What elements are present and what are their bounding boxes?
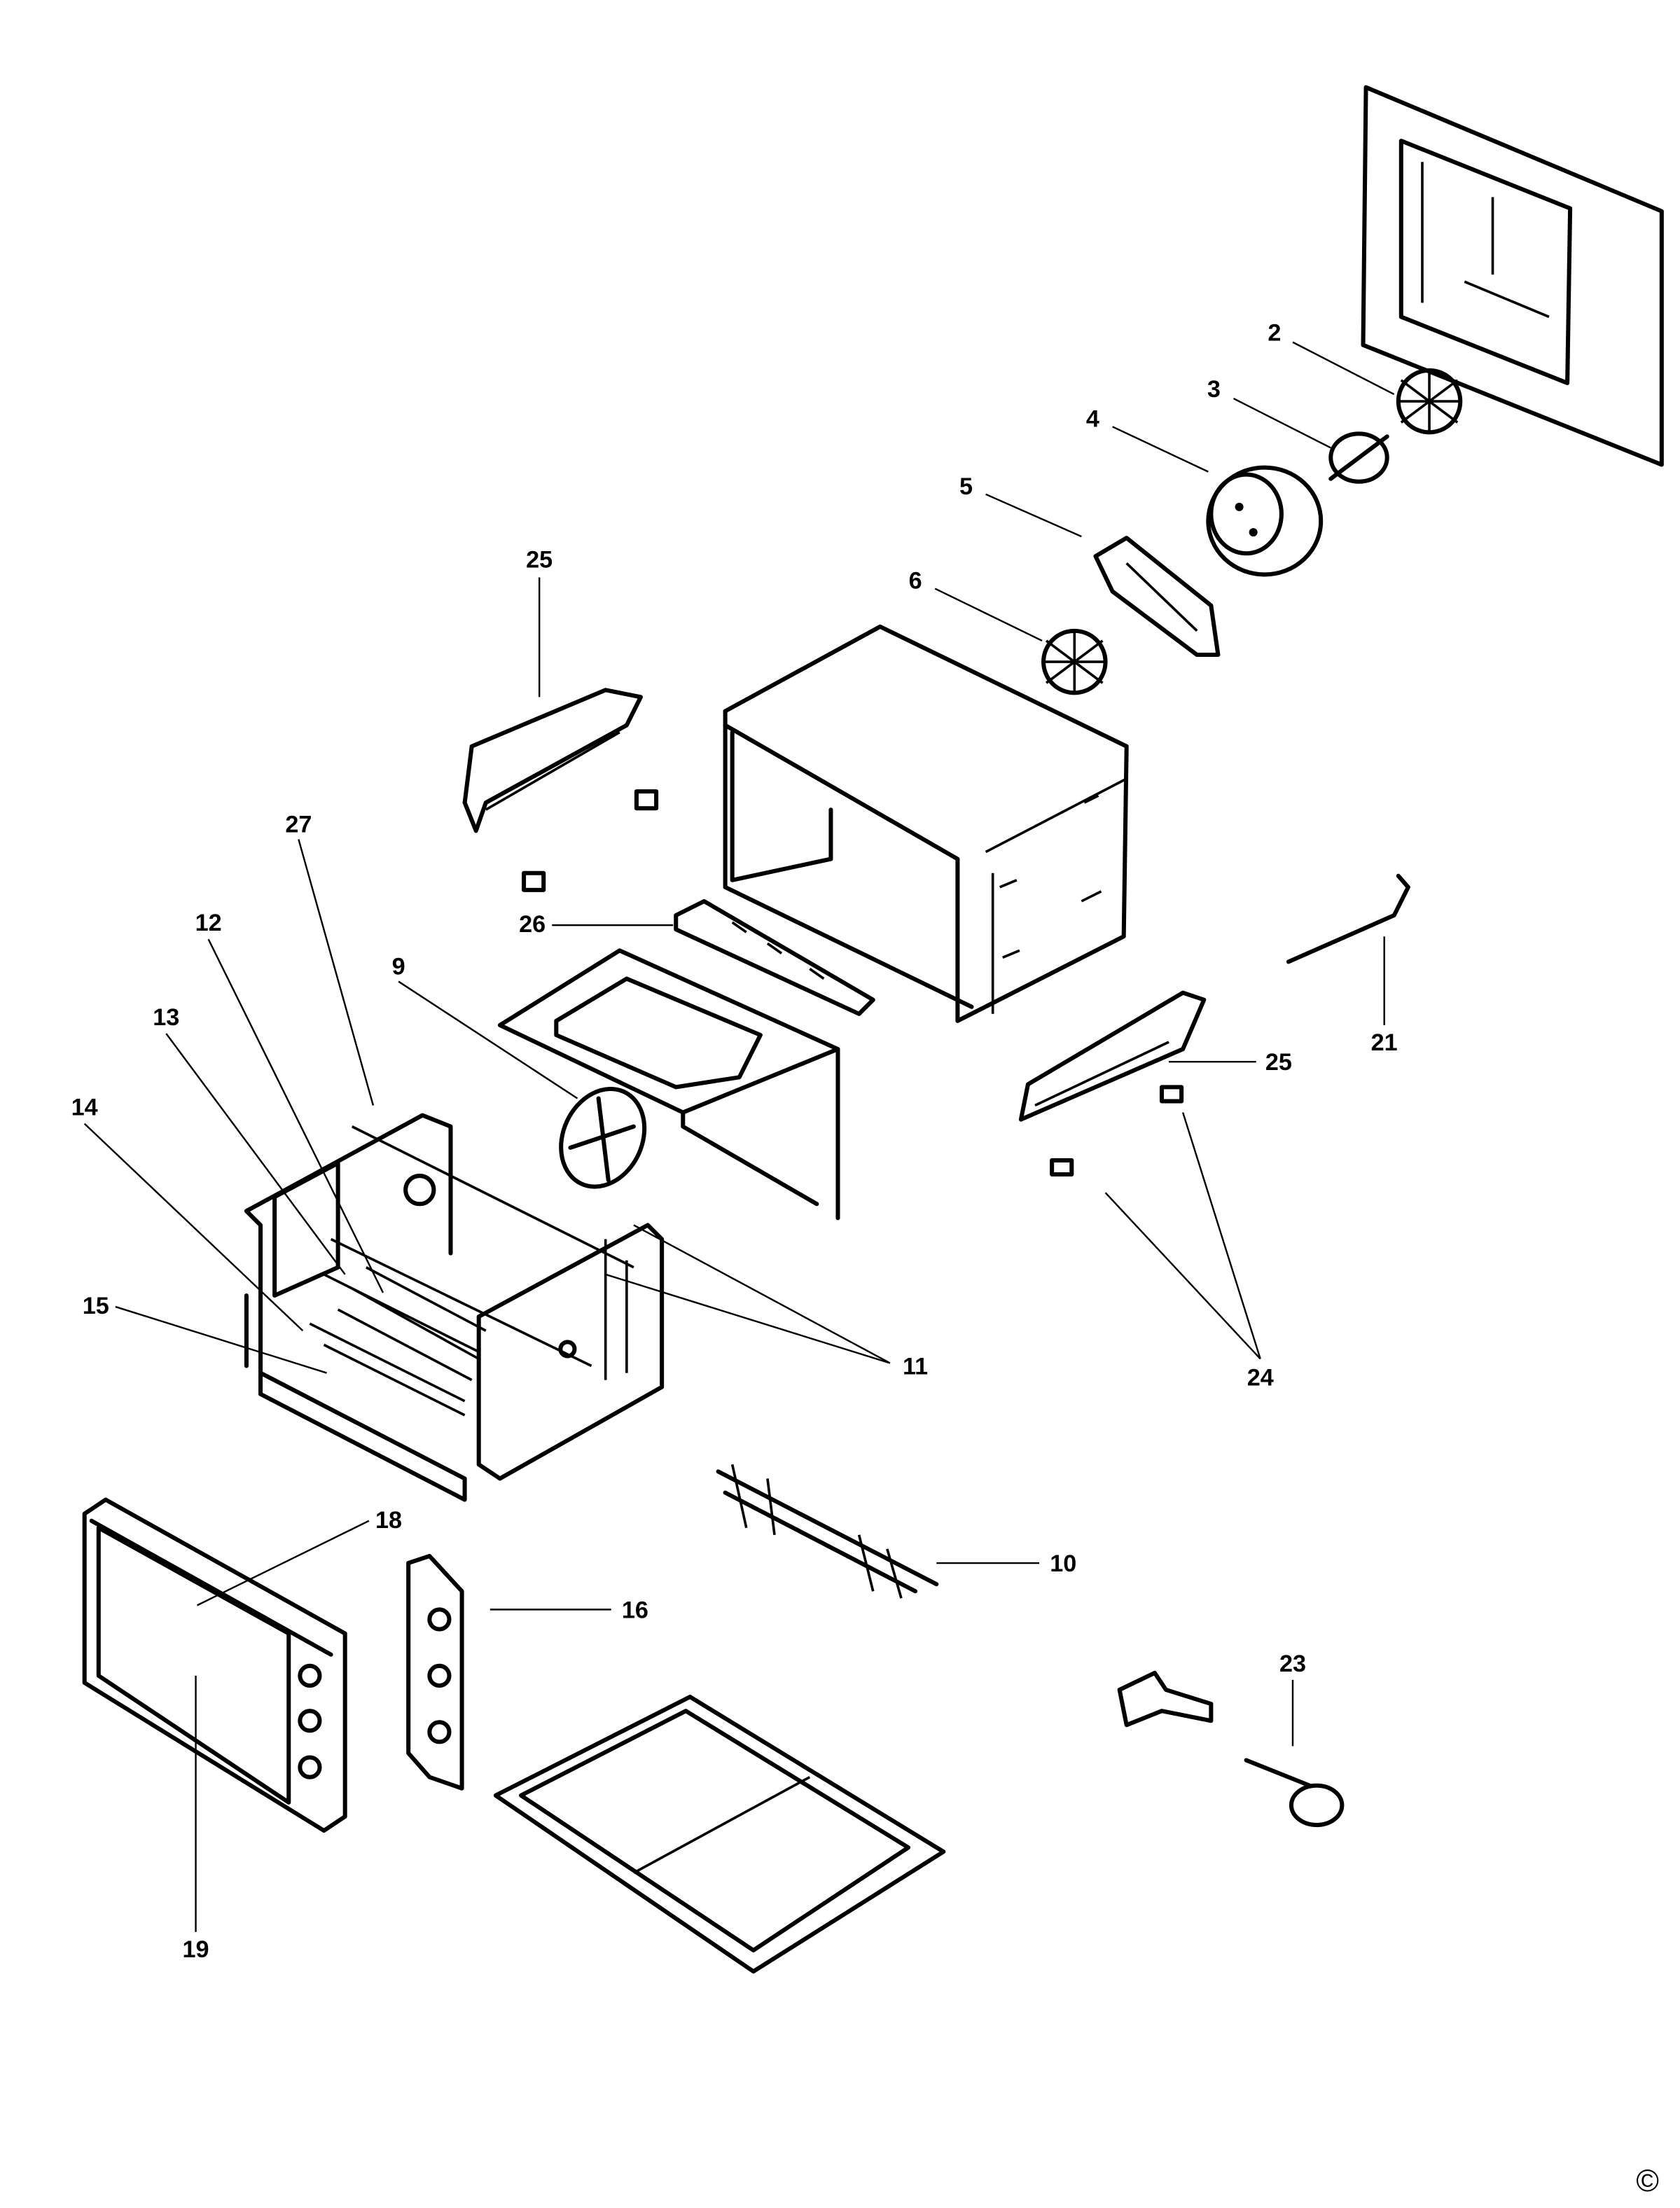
bracket <box>1117 1670 1214 1728</box>
oven-chassis <box>244 1113 665 1502</box>
callout-25-right: 25 <box>1265 1049 1292 1076</box>
callout-18: 18 <box>375 1507 402 1534</box>
knob-23 <box>1244 1758 1345 1828</box>
callout-9: 9 <box>392 954 405 980</box>
callout-19: 19 <box>183 1936 209 1963</box>
callout-11: 11 <box>903 1354 928 1380</box>
callout-5: 5 <box>959 473 973 500</box>
callout-13: 13 <box>153 1004 179 1031</box>
callout-6: 6 <box>909 568 922 595</box>
callout-2: 2 <box>1268 320 1281 347</box>
copyright-mark: © <box>1636 2164 1659 2198</box>
callout-23: 23 <box>1279 1651 1306 1677</box>
control-panel-16 <box>406 1553 464 1791</box>
callout-10: 10 <box>1050 1550 1076 1577</box>
rail-25-right <box>1018 990 1207 1122</box>
leader-lines <box>83 341 1395 1932</box>
handle-25-top <box>462 688 659 892</box>
callout-25-top: 25 <box>526 546 553 573</box>
crumb-tray <box>493 1695 946 1974</box>
callout-3: 3 <box>1207 376 1221 403</box>
callout-27: 27 <box>285 811 312 838</box>
callout-14: 14 <box>71 1095 98 1121</box>
callout-24: 24 <box>1247 1365 1274 1391</box>
fan-blade-6 <box>1041 628 1108 695</box>
callout-21: 21 <box>1371 1029 1398 1056</box>
outer-cover <box>723 624 1129 1023</box>
callout-12: 12 <box>195 910 222 936</box>
feet-24 <box>1050 1085 1184 1177</box>
door-19 <box>82 1497 347 1833</box>
rear-panel <box>1361 85 1664 467</box>
callout-15: 15 <box>83 1293 109 1319</box>
top-tray <box>497 948 840 1221</box>
fan-blade-2 <box>1396 368 1463 435</box>
motor-housing-4 <box>1206 465 1324 577</box>
bracket-5 <box>1093 536 1221 658</box>
callout-4: 4 <box>1086 405 1099 432</box>
hinge-strip-26 <box>674 898 875 1016</box>
side-rail-21 <box>1286 873 1410 964</box>
fan-guard-9 <box>559 1086 647 1189</box>
motor-3 <box>1328 431 1389 484</box>
callout-26: 26 <box>519 911 546 938</box>
callout-16: 16 <box>622 1597 648 1623</box>
rotisserie-spit-10 <box>716 1464 939 1599</box>
